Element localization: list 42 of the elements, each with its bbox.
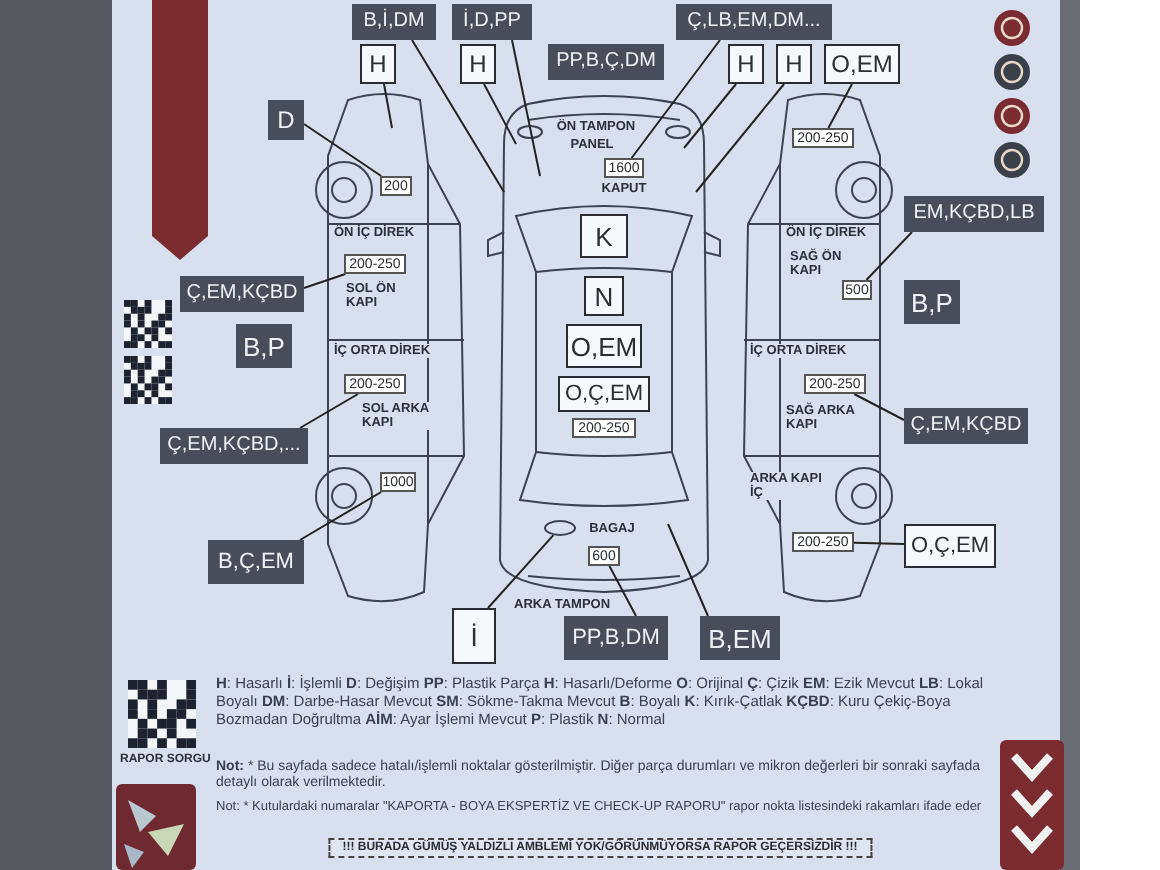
damage-code-tag: İ [452,608,496,664]
damage-code-tag: PP,B,DM [564,616,668,660]
damage-code-tag: PP,B,Ç,DM [548,44,664,80]
damage-code-tag: O,Ç,EM [904,524,996,568]
damage-code-tag: EM,KÇBD,LB [904,196,1044,232]
damage-code-tag: Ç,EM,KÇBD [180,276,304,312]
damage-code-tag: H [776,44,812,84]
leader-line [483,83,517,145]
leader-line [683,83,737,149]
leader-line [853,541,905,545]
damage-code-tag: D [268,100,304,140]
damage-code-tag: H [460,44,496,84]
damage-code-tag: B,EM [700,616,780,660]
damage-code-tag: K [580,214,628,258]
damage-code-tag: İ,D,PP [452,4,532,40]
damage-code-tag: B,P [904,280,960,324]
damage-code-tag: Ç,LB,EM,DM... [676,4,832,40]
damage-code-tag: B,Ç,EM [208,540,304,584]
leader-line [299,393,359,429]
damage-code-tag: O,EM [824,44,900,84]
leader-line [667,523,709,617]
damage-code-tag: Ç,EM,KÇBD [904,408,1028,444]
damage-code-tag: H [360,44,396,84]
leader-line [299,491,383,541]
oval-mark [544,520,576,536]
damage-code-tag: O,Ç,EM [558,376,650,412]
damage-code-tag: O,EM [566,324,642,368]
damage-code-tag: B,İ,DM [352,4,436,40]
leader-line [487,534,555,609]
leader-line [511,39,541,177]
leader-line [383,83,393,129]
leader-line [827,83,853,129]
leader-line [411,39,505,193]
leader-line [853,393,905,421]
leader-line [303,273,347,289]
leader-line [608,565,637,617]
damage-code-tag: Ç,EM,KÇBD,... [160,428,308,464]
leader-line [303,123,383,177]
leader-line [865,231,913,281]
damage-code-tag: B,P [236,324,292,368]
damage-code-tag: N [584,276,624,316]
damage-code-tag: H [728,44,764,84]
